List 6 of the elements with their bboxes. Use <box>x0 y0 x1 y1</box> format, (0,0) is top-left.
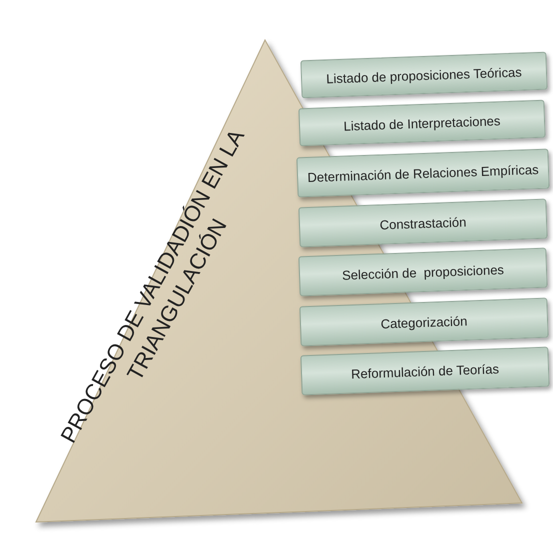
step-box: Listado de proposiciones Teóricas <box>300 52 548 98</box>
step-box: Listado de Interpretaciones <box>298 100 546 146</box>
step-box: Categorización <box>299 298 549 346</box>
step-box: Determinación de Relaciones Empíricas <box>296 148 550 198</box>
step-box: Selección de proposiciones <box>298 248 548 296</box>
step-box: Constrastación <box>298 198 548 248</box>
